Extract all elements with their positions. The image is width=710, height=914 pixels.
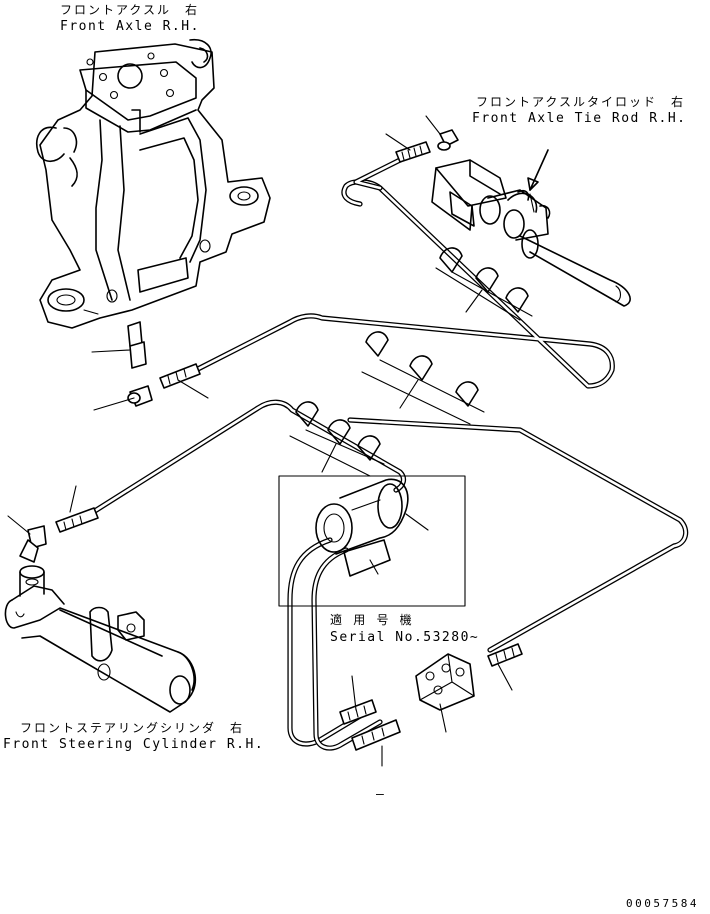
clamp-group-left <box>289 401 385 477</box>
steering-cylinder-label-jp: フロントステアリングシリンダ 右 <box>20 720 244 735</box>
serial-label-jp: 適 用 号 機 <box>330 612 414 627</box>
tie-rod-part <box>431 159 631 307</box>
steering-cylinder-label-en: Front Steering Cylinder R.H. <box>3 737 264 752</box>
drawing-code: 00057584 <box>626 897 699 909</box>
steering-cylinder-part <box>4 565 197 713</box>
tie-rod-label-jp: フロントアクスルタイロッド 右 <box>476 94 685 109</box>
serial-label-en: Serial No.53280~ <box>330 630 479 645</box>
leader-lines <box>7 115 549 767</box>
front-axle-part <box>36 38 271 329</box>
front-axle-label-jp: フロントアクスル 右 <box>60 2 199 17</box>
hose-protector-part <box>315 478 409 577</box>
hose-lines <box>87 147 689 751</box>
serial-range-box <box>278 475 466 607</box>
clamp-group-middle <box>361 331 485 425</box>
clamps <box>289 247 533 477</box>
dash-mark: – <box>376 787 385 802</box>
clamp-group-upper-right <box>435 247 533 321</box>
fittings <box>19 129 523 751</box>
tie-rod-label-en: Front Axle Tie Rod R.H. <box>472 111 687 126</box>
front-axle-label-en: Front Axle R.H. <box>60 19 200 34</box>
